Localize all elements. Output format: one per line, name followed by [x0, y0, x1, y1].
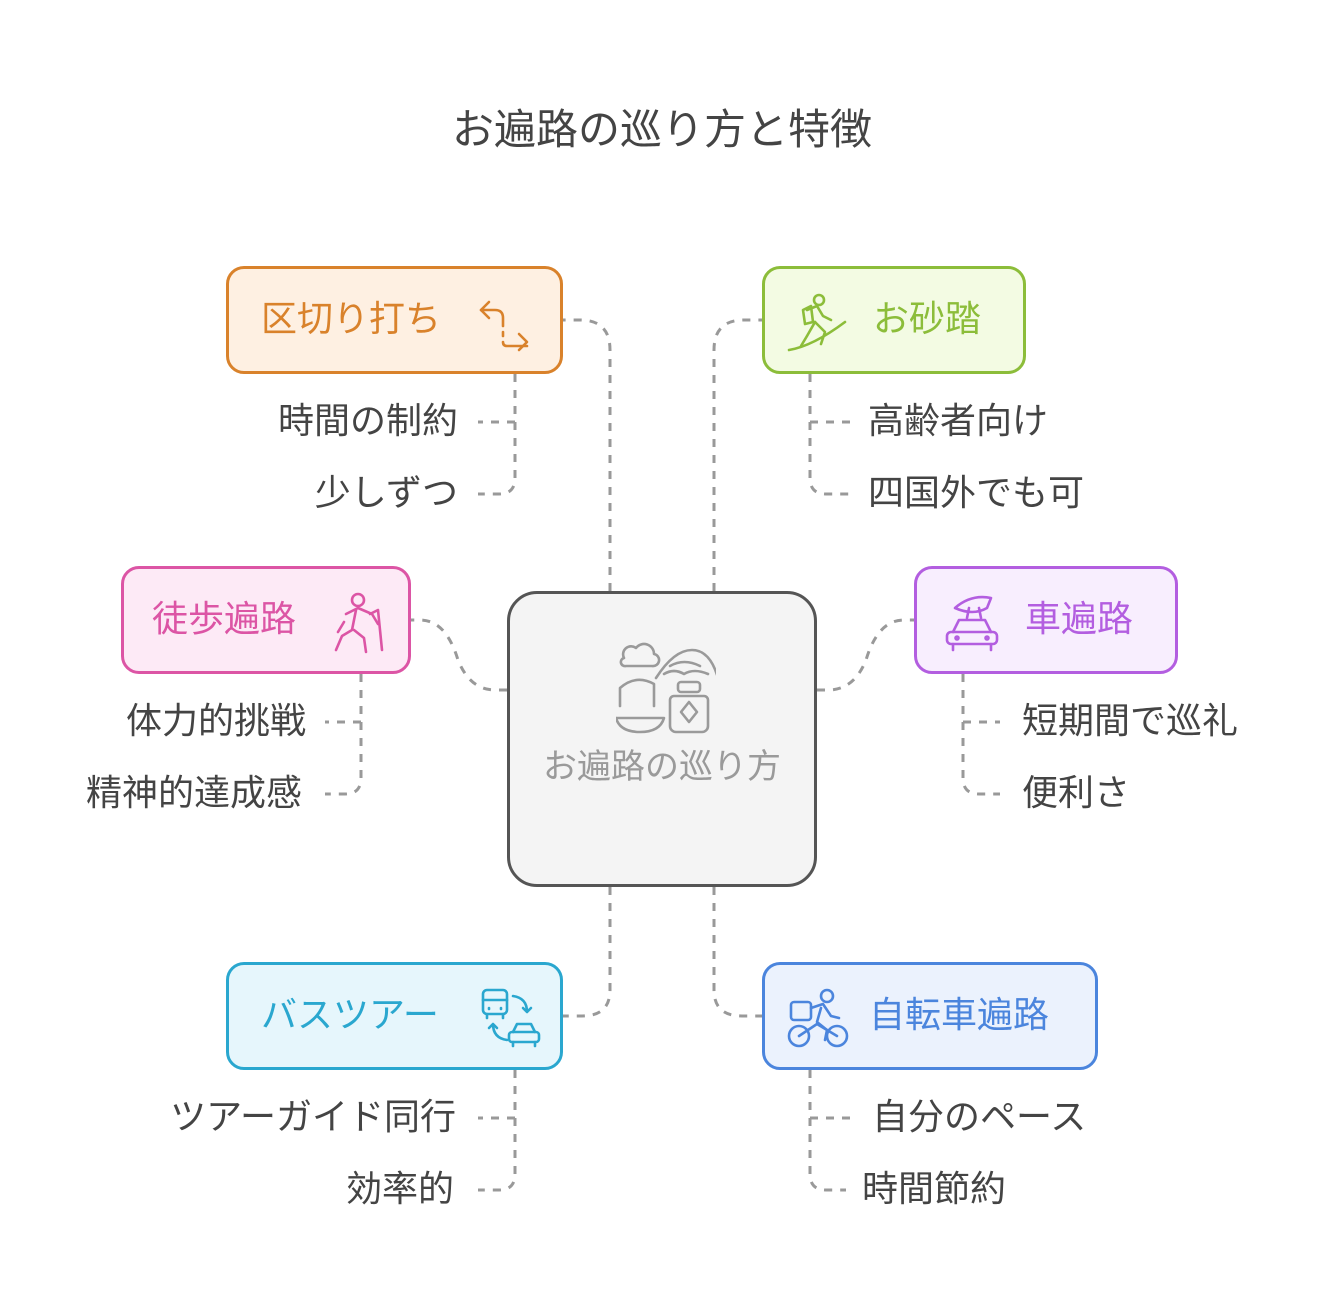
leaf-osuna-2: 四国外でも可: [868, 473, 1085, 514]
node-kuruma: 車遍路: [914, 566, 1178, 674]
leaf-toho-1: 体力的挑戦: [125, 701, 306, 742]
leaf-jitensha-2: 時間節約: [862, 1169, 1007, 1210]
cyclist-icon: [787, 988, 849, 1048]
center-label: お遍路の巡り方: [543, 747, 781, 787]
leaf-kugiri-2: 少しずつ: [314, 473, 458, 514]
leaf-osuna-1: 高齢者向け: [868, 401, 1049, 442]
connector-center-kugiri: [563, 318, 612, 591]
leaf-kugiri-1: 時間の制約: [277, 401, 458, 442]
diagram-title: お遍路の巡り方と特徴: [451, 105, 872, 154]
connector-center-jitensha: [712, 887, 762, 1018]
hiker-icon: [787, 293, 847, 352]
node-bus-label: バスツアー: [261, 995, 439, 1036]
leaf-bus-2: 効率的: [345, 1169, 454, 1210]
bus-car-icon: [481, 988, 541, 1048]
car-pilgrim-icon: [945, 595, 999, 652]
connector-center-bus: [563, 887, 612, 1018]
leaf-kuruma-2: 便利さ: [1022, 773, 1131, 814]
node-kuruma-label: 車遍路: [1025, 599, 1134, 640]
connector-center-osuna: [712, 318, 762, 591]
node-osuna-label: お砂踏: [873, 299, 982, 340]
node-jitensha-label: 自転車遍路: [869, 995, 1050, 1036]
center-node: お遍路の巡り方: [507, 591, 817, 887]
leaf-bus-1: ツアーガイド同行: [170, 1097, 456, 1138]
node-kugiri-label: 区切り打ち: [261, 299, 442, 340]
node-bus: バスツアー: [226, 962, 563, 1070]
node-kugiri: 区切り打ち: [226, 266, 563, 374]
route-arrows-icon: [479, 300, 529, 352]
node-toho: 徒歩遍路: [121, 566, 411, 674]
walking-pilgrim-icon: [334, 592, 384, 654]
node-osuna: お砂踏: [762, 266, 1026, 374]
connector-center-toho: [411, 618, 507, 692]
pilgrimage-icon: [616, 642, 716, 734]
node-toho-label: 徒歩遍路: [152, 599, 297, 640]
node-jitensha: 自転車遍路: [762, 962, 1098, 1070]
connector-center-kuruma: [817, 618, 914, 692]
leaf-kuruma-1: 短期間で巡礼: [1022, 701, 1239, 742]
leaf-toho-2: 精神的達成感: [85, 773, 302, 814]
leaf-jitensha-1: 自分のペース: [872, 1097, 1087, 1138]
